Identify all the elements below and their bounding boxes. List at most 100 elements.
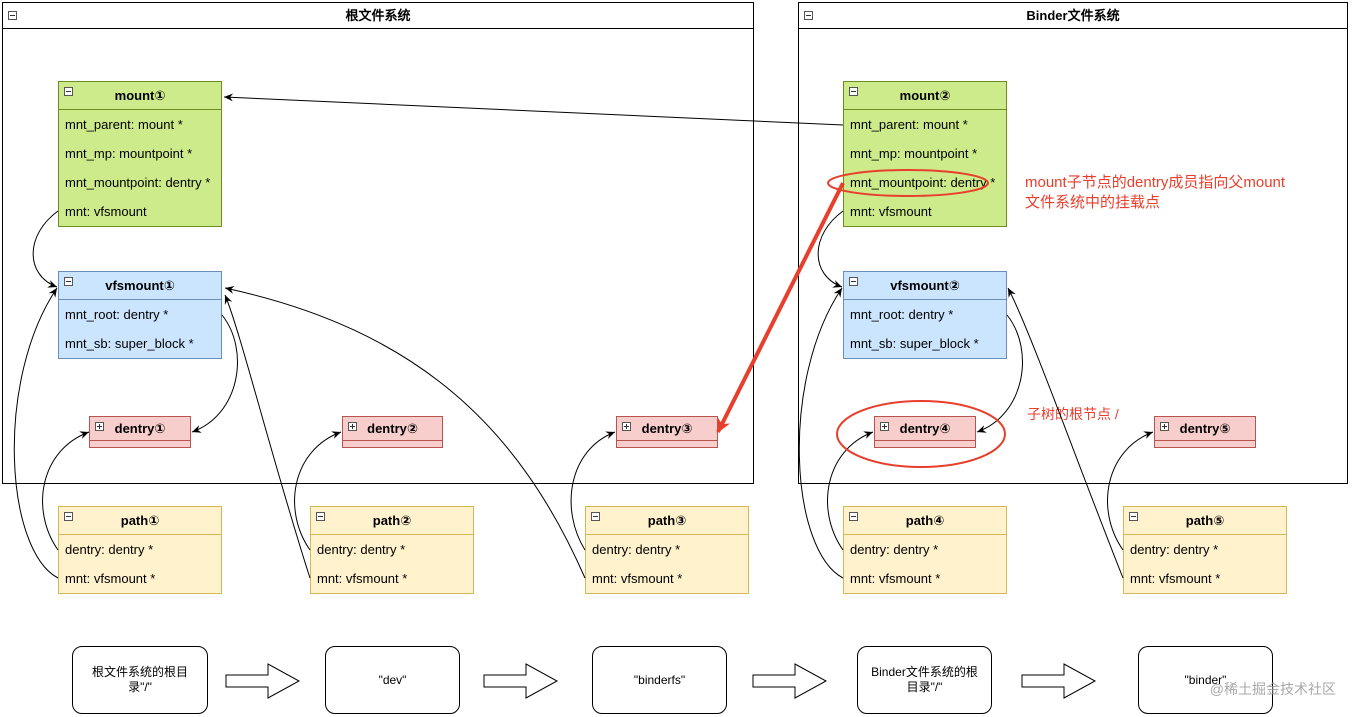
edge-mount1-mnt-to-vfsmount1: [32, 210, 59, 288]
mount1-field-mnt: mnt: vfsmount: [65, 204, 147, 219]
collapse-icon[interactable]: [64, 512, 73, 521]
watermark: @稀土掘金技术社区: [1209, 681, 1336, 697]
path4-field-dentry: dentry: dentry *: [850, 542, 939, 557]
dentry1-class[interactable]: dentry①: [89, 416, 191, 448]
edge-path1-dentry-to-dentry1: [42, 431, 90, 551]
path1-field-dentry: dentry: dentry *: [65, 542, 154, 557]
edge-mount2-mountpoint-to-dentry3: [716, 182, 845, 433]
dentry3-header: dentry③: [617, 417, 717, 441]
root-fs-title: 根文件系统: [3, 3, 753, 29]
path4-field-mnt: mnt: vfsmount *: [850, 571, 941, 586]
flow-step-dev[interactable]: "dev": [325, 646, 460, 714]
path5-class[interactable]: path⑤ dentry: dentry * mnt: vfsmount *: [1123, 506, 1287, 594]
dentry2-header: dentry②: [343, 417, 442, 441]
dentry5-class[interactable]: dentry⑤: [1154, 416, 1256, 448]
mount1-header: mount①: [59, 82, 221, 110]
edge-path5-dentry-to-dentry5: [1107, 431, 1154, 551]
edge-path4-mnt-to-vfsmount2: [798, 287, 844, 579]
highlight-ellipse-mountpoint: [827, 169, 989, 197]
edge-path1-mnt-to-vfsmount1: [13, 287, 59, 579]
flow-step-binderfs-label: "binderfs": [633, 672, 686, 687]
path4-header: path④: [844, 507, 1006, 535]
path1-field-mnt: mnt: vfsmount *: [65, 571, 156, 586]
mount2-field-mnt-mountpoint: mnt_mountpoint: dentry *: [850, 175, 996, 190]
highlight-ellipse-dentry4: [836, 400, 1006, 468]
dentry2-class[interactable]: dentry②: [342, 416, 443, 448]
path3-field-dentry: dentry: dentry *: [592, 542, 681, 557]
flow-arrow-1: [225, 663, 301, 699]
edge-path2-mnt-to-vfsmount1: [224, 294, 311, 579]
path2-field-mnt: mnt: vfsmount *: [317, 571, 408, 586]
path5-field-mnt: mnt: vfsmount *: [1130, 571, 1221, 586]
edge-mount2-parent-to-mount1: [223, 93, 844, 126]
mount2-field-mnt-mp: mnt_mp: mountpoint *: [850, 146, 978, 161]
path5-field-dentry: dentry: dentry *: [1130, 542, 1219, 557]
dentry4-header: dentry④: [875, 417, 975, 441]
collapse-icon[interactable]: [591, 512, 600, 521]
collapse-icon[interactable]: [64, 277, 73, 286]
flow-step-binder-label: "binder": [1184, 672, 1227, 687]
expand-icon[interactable]: [1160, 422, 1169, 431]
expand-icon[interactable]: [880, 422, 889, 431]
binder-fs-title: Binder文件系统: [799, 3, 1347, 29]
dentry4-class[interactable]: dentry④: [874, 416, 976, 448]
flow-step-binder[interactable]: "binder": [1138, 646, 1273, 714]
vfsmount2-header: vfsmount②: [844, 272, 1006, 300]
vfsmount1-header: vfsmount①: [59, 272, 221, 300]
edge-path5-mnt-to-vfsmount2: [1007, 287, 1124, 579]
expand-icon[interactable]: [348, 422, 357, 431]
edge-mount2-mnt-to-vfsmount2: [817, 210, 844, 288]
vfsmount1-field-mnt-sb: mnt_sb: super_block *: [65, 336, 194, 351]
path4-class[interactable]: path④ dentry: dentry * mnt: vfsmount *: [843, 506, 1007, 594]
mount1-field-mnt-parent: mnt_parent: mount *: [65, 117, 183, 132]
dentry1-header: dentry①: [90, 417, 190, 441]
vfsmount2-class[interactable]: vfsmount② mnt_root: dentry * mnt_sb: sup…: [843, 271, 1007, 359]
flow-arrow-2: [483, 663, 559, 699]
collapse-icon[interactable]: [316, 512, 325, 521]
mount1-field-mnt-mp: mnt_mp: mountpoint *: [65, 146, 193, 161]
edge-vfsmount2-root-to-dentry4: [976, 314, 1023, 433]
vfsmount2-field-mnt-sb: mnt_sb: super_block *: [850, 336, 979, 351]
edge-vfsmount1-root-to-dentry1: [191, 314, 238, 433]
path3-class[interactable]: path③ dentry: dentry * mnt: vfsmount *: [585, 506, 749, 594]
vfsmount2-field-mnt-root: mnt_root: dentry *: [850, 307, 954, 322]
dentry5-header: dentry⑤: [1155, 417, 1255, 441]
dentry3-class[interactable]: dentry③: [616, 416, 718, 448]
flow-arrow-4: [1021, 663, 1097, 699]
path3-field-mnt: mnt: vfsmount *: [592, 571, 683, 586]
edge-path4-dentry-to-dentry4: [827, 431, 874, 551]
flow-step-dev-label: "dev": [378, 672, 407, 687]
edge-path3-dentry-to-dentry3: [570, 431, 616, 551]
edge-path3-mnt-to-vfsmount1: [224, 285, 586, 579]
mount2-class[interactable]: mount② mnt_parent: mount * mnt_mp: mount…: [843, 81, 1007, 227]
path2-field-dentry: dentry: dentry *: [317, 542, 406, 557]
expand-icon[interactable]: [95, 422, 104, 431]
flow-step-root-dir-label: 根文件系统的根目录"/": [91, 665, 188, 694]
path2-class[interactable]: path② dentry: dentry * mnt: vfsmount *: [310, 506, 474, 594]
path1-class[interactable]: path① dentry: dentry * mnt: vfsmount *: [58, 506, 222, 594]
vfsmount1-field-mnt-root: mnt_root: dentry *: [65, 307, 169, 322]
collapse-icon[interactable]: [1129, 512, 1138, 521]
vfsmount1-class[interactable]: vfsmount① mnt_root: dentry * mnt_sb: sup…: [58, 271, 222, 359]
mount1-class[interactable]: mount① mnt_parent: mount * mnt_mp: mount…: [58, 81, 222, 227]
collapse-icon[interactable]: [849, 277, 858, 286]
mountpoint-note-line2: 文件系统中的挂载点: [1025, 194, 1161, 211]
collapse-icon[interactable]: [8, 11, 17, 20]
mount2-field-mnt: mnt: vfsmount: [850, 204, 932, 219]
collapse-icon[interactable]: [64, 87, 73, 96]
flow-step-binderfs[interactable]: "binderfs": [592, 646, 727, 714]
flow-step-root-dir[interactable]: 根文件系统的根目录"/": [72, 646, 208, 714]
subtree-root-note: 子树的根节点 /: [1027, 406, 1119, 422]
mountpoint-note: mount子节点的dentry成员指向父mount 文件系统中的挂载点: [1025, 173, 1285, 213]
collapse-icon[interactable]: [849, 87, 858, 96]
mount2-header: mount②: [844, 82, 1006, 110]
flow-step-binder-root[interactable]: Binder文件系统的根目录"/": [857, 646, 992, 714]
collapse-icon[interactable]: [804, 11, 813, 20]
collapse-icon[interactable]: [849, 512, 858, 521]
edge-path2-dentry-to-dentry2: [294, 431, 342, 551]
path5-header: path⑤: [1124, 507, 1286, 535]
expand-icon[interactable]: [622, 422, 631, 431]
mount1-field-mnt-mountpoint: mnt_mountpoint: dentry *: [65, 175, 211, 190]
path1-header: path①: [59, 507, 221, 535]
